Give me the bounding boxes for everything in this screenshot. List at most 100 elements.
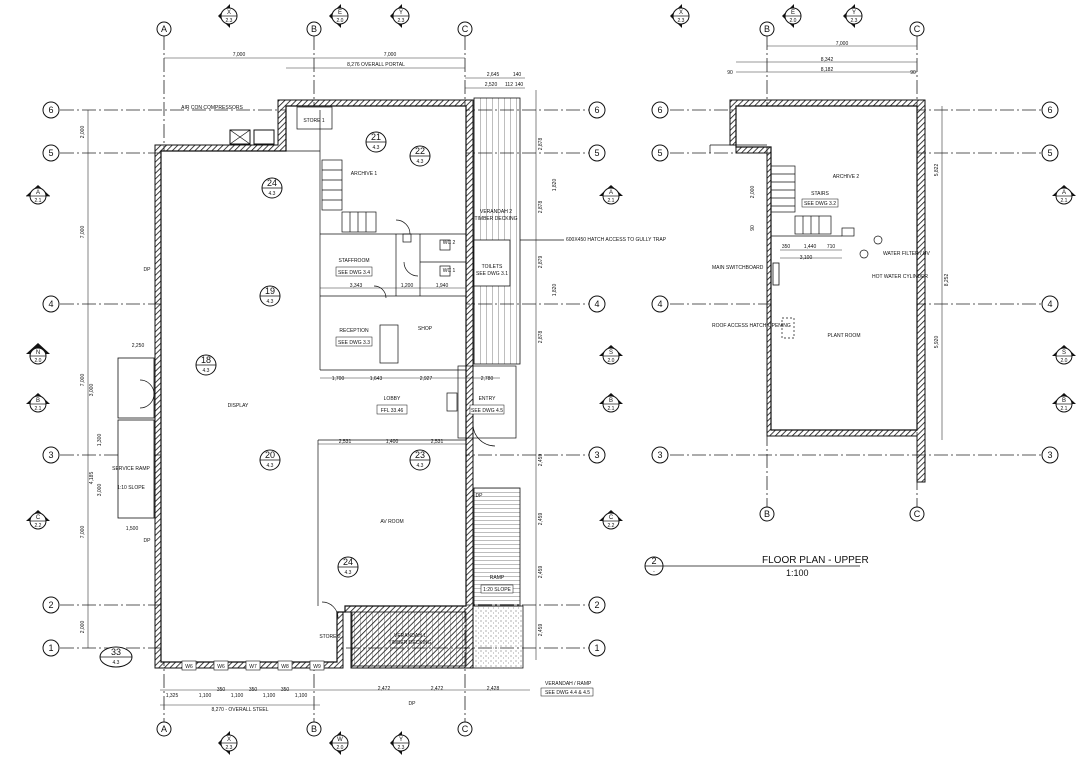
grid-bubble-row-5-r: 5: [588, 144, 606, 162]
svg-text:112: 112: [505, 82, 513, 88]
label-dp-2: DP: [144, 538, 152, 544]
section-marker-y-top-upper: Y2.3: [843, 4, 863, 28]
svg-text:1,100: 1,100: [295, 693, 308, 699]
svg-text:B: B: [764, 509, 770, 519]
svg-text:W9: W9: [313, 664, 321, 670]
detail-18: 184.3: [195, 354, 217, 376]
detail-20: 204.3: [259, 449, 281, 471]
grid-bubble-col-b: B: [306, 21, 322, 37]
svg-text:1,643: 1,643: [370, 376, 383, 382]
grid-bubble-row-4: 4: [42, 295, 60, 313]
svg-text:3: 3: [657, 450, 662, 460]
detail-24-bottom: 244.3: [337, 556, 359, 578]
svg-text:2,472: 2,472: [431, 686, 444, 692]
svg-text:90: 90: [727, 70, 733, 76]
svg-text:1,500: 1,500: [126, 526, 139, 532]
label-dp-1: DP: [144, 267, 152, 273]
grid-bubble-row-5: 5: [42, 144, 60, 162]
grid-bubble-up-row-4-r: 4: [1041, 295, 1059, 313]
grid-bubble-up-col-c: C: [909, 21, 925, 37]
room-staffroom-ref: SEE DWG 3.4: [338, 270, 370, 276]
svg-text:21: 21: [371, 132, 381, 142]
section-marker-s-right: S2.0: [1052, 345, 1076, 365]
svg-text:2.3: 2.3: [678, 18, 685, 24]
svg-text:3: 3: [48, 450, 53, 460]
svg-text:2,250: 2,250: [132, 343, 145, 349]
svg-text:7,000: 7,000: [384, 52, 397, 58]
section-marker-x-bottom: X2.3: [218, 731, 238, 755]
room-display: DISPLAY: [228, 403, 249, 409]
grid-bubble-col-c: C: [457, 21, 473, 37]
svg-text:7,000: 7,000: [80, 374, 86, 387]
svg-text:4.3: 4.3: [269, 191, 276, 197]
svg-text:A: A: [36, 190, 40, 196]
svg-text:4.3: 4.3: [345, 570, 352, 576]
grid-bubble-up-row-5: 5: [651, 144, 669, 162]
room-service-ramp: SERVICE RAMP: [112, 466, 150, 472]
svg-text:2,531: 2,531: [431, 439, 444, 445]
room-lobby-ffl: FFL 33.46: [381, 408, 404, 414]
detail-24-top: 244.3: [261, 177, 283, 199]
svg-text:4: 4: [1047, 299, 1052, 309]
title-name: FLOOR PLAN - UPPER: [762, 555, 869, 566]
label-aircon: AIR CON COMPRESSORS: [181, 105, 243, 111]
svg-text:1: 1: [48, 643, 53, 653]
svg-text:1,700: 1,700: [332, 376, 345, 382]
svg-text:1,100: 1,100: [263, 693, 276, 699]
room-reception-ref: SEE DWG 3.3: [338, 340, 370, 346]
svg-text:2.0: 2.0: [337, 18, 344, 24]
room-verandah-2-sub: TIMBER DECKING: [474, 216, 517, 222]
grid-bubble-up-row-3: 3: [651, 446, 669, 464]
dimensions-upper: 7,000 8,342 90 8,182 90 5,822 8,252 5,92…: [727, 41, 950, 440]
svg-text:2,000: 2,000: [750, 186, 756, 199]
room-store-2: STORE 2: [319, 634, 341, 640]
svg-text:350: 350: [249, 687, 258, 693]
title-sheet: -: [653, 569, 655, 575]
gravel-area: [472, 605, 524, 669]
toilets-block: [473, 239, 511, 287]
room-toilets-ref: SEE DWG 3.1: [476, 271, 508, 277]
svg-text:B: B: [1062, 398, 1066, 404]
grid-bubble-up-col-b-b: B: [759, 506, 775, 522]
svg-text:2,459: 2,459: [538, 624, 544, 637]
svg-text:S: S: [609, 350, 613, 356]
svg-text:7,000: 7,000: [80, 526, 86, 539]
label-dp-3: DP: [409, 701, 417, 707]
detail-22: 224.3: [409, 145, 431, 167]
svg-text:C: C: [914, 24, 921, 34]
svg-text:A: A: [1062, 190, 1066, 196]
room-ramp-slope: 1:20 SLOPE: [483, 587, 511, 593]
svg-text:2,459: 2,459: [538, 454, 544, 467]
section-marker-e-top: E2.0: [329, 4, 349, 28]
room-staffroom: STAFFROOM: [338, 258, 369, 264]
svg-text:4.3: 4.3: [267, 463, 274, 469]
section-marker-c-mid: C2.2: [599, 510, 623, 530]
svg-text:C: C: [462, 24, 469, 34]
svg-text:4: 4: [657, 299, 662, 309]
svg-text:2,472: 2,472: [378, 686, 391, 692]
room-plant-room: PLANT ROOM: [828, 333, 861, 339]
svg-text:W6: W6: [185, 664, 193, 670]
room-toilets: TOILETS: [482, 264, 503, 270]
svg-text:2,520: 2,520: [485, 82, 498, 88]
svg-text:N: N: [36, 350, 40, 356]
svg-text:90: 90: [750, 225, 756, 231]
svg-text:4.3: 4.3: [113, 660, 120, 666]
svg-text:8,252: 8,252: [944, 274, 950, 287]
grid-bubble-row-1-r: 1: [588, 639, 606, 657]
svg-text:3,000: 3,000: [89, 384, 95, 397]
svg-text:A: A: [161, 724, 167, 734]
svg-text:2.1: 2.1: [608, 406, 615, 412]
svg-text:X: X: [679, 10, 683, 16]
svg-text:2,428: 2,428: [487, 686, 500, 692]
svg-text:6: 6: [1047, 105, 1052, 115]
svg-text:2,878: 2,878: [538, 138, 544, 151]
room-labels-upper: ARCHIVE 2 STAIRS SEE DWG 3.2 MAIN SWITCH…: [712, 174, 931, 339]
svg-text:2: 2: [594, 600, 599, 610]
svg-text:2,459: 2,459: [538, 566, 544, 579]
svg-text:5: 5: [657, 148, 662, 158]
svg-text:2.1: 2.1: [1061, 406, 1068, 412]
room-entry: ENTRY: [479, 396, 497, 402]
lower-plan-walls: [154, 99, 517, 669]
room-av: AV ROOM: [380, 519, 403, 525]
